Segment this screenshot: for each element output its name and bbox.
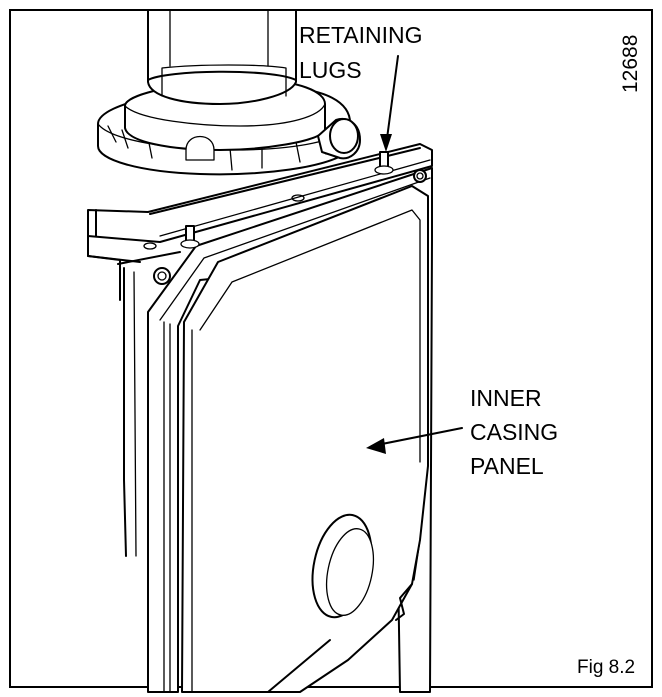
retaining-lugs-label-line2: LUGS — [299, 57, 362, 83]
figure-caption: Fig 8.2 — [577, 657, 635, 678]
lug-left — [180, 225, 200, 249]
retaining-lugs-label-line1: RETAINING — [299, 22, 423, 48]
front-edge-line — [267, 639, 331, 693]
inner-casing-panel — [181, 185, 429, 693]
inner-casing-label-line1: INNER — [470, 385, 542, 411]
inner-casing-label-line3: PANEL — [470, 453, 544, 479]
inner-casing-label-line2: CASING — [470, 419, 558, 445]
reference-number: 12688 — [619, 35, 642, 93]
retaining-lugs — [180, 151, 394, 249]
flue-turret — [97, 9, 361, 176]
figure-border — [9, 9, 653, 688]
retaining-lugs-arrow — [380, 55, 399, 152]
inner-casing-panel-arrow — [366, 427, 463, 454]
lug-right — [374, 151, 394, 175]
